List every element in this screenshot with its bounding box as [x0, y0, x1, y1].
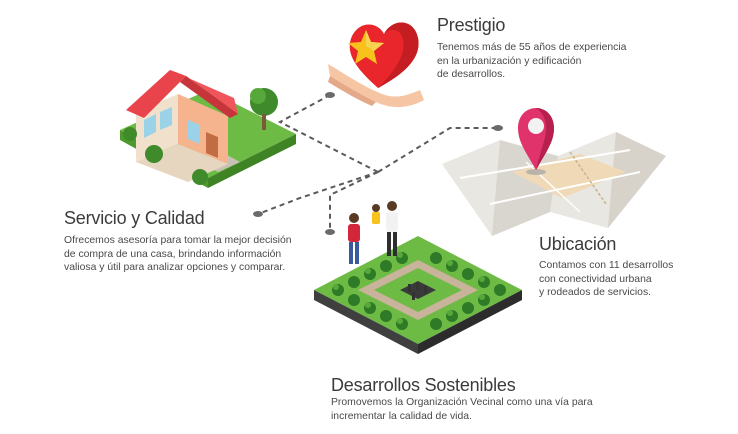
servicio-description: Ofrecemos asesoría para tomar la mejor d…: [64, 234, 292, 275]
ubicacion-title: Ubicación: [539, 234, 617, 254]
ubicacion-line-3: y rodeados de servicios.: [539, 287, 652, 298]
sostenibles-description: Promovemos la Organización Vecinal como …: [331, 396, 593, 423]
heart-hand-icon: [328, 22, 424, 108]
ubicacion-description: Contamos con 11 desarrollos con conectiv…: [539, 259, 673, 300]
park-community-icon: [314, 201, 522, 354]
servicio-line-2: de compra de una casa, brindando informa…: [64, 248, 282, 260]
servicio-line-3: valiosa y útil para analizar opciones y …: [64, 262, 286, 273]
sostenibles-line-1: Promovemos la Organización Vecinal como …: [331, 397, 593, 408]
servicio-title: Servicio y Calidad: [64, 208, 205, 228]
sostenibles-title: Desarrollos Sostenibles: [331, 375, 516, 395]
prestigio-line-1: Tenemos más de 55 años de experiencia: [437, 42, 627, 53]
prestigio-line-3: de desarrollos.: [437, 69, 506, 80]
prestigio-description: Tenemos más de 55 años de experiencia en…: [437, 41, 626, 82]
servicio-line-1: Ofrecemos asesoría para tomar la mejor d…: [64, 235, 292, 246]
map-pin-icon: [442, 108, 666, 236]
prestigio-title: Prestigio: [437, 15, 506, 35]
ubicacion-line-2: con conectividad urbana: [539, 273, 652, 285]
prestigio-line-2: en la urbanización y edificación: [437, 55, 582, 67]
sostenibles-line-2: incrementar la calidad de vida.: [331, 410, 472, 422]
ubicacion-line-1: Contamos con 11 desarrollos: [539, 260, 674, 271]
house-icon: [120, 70, 296, 188]
